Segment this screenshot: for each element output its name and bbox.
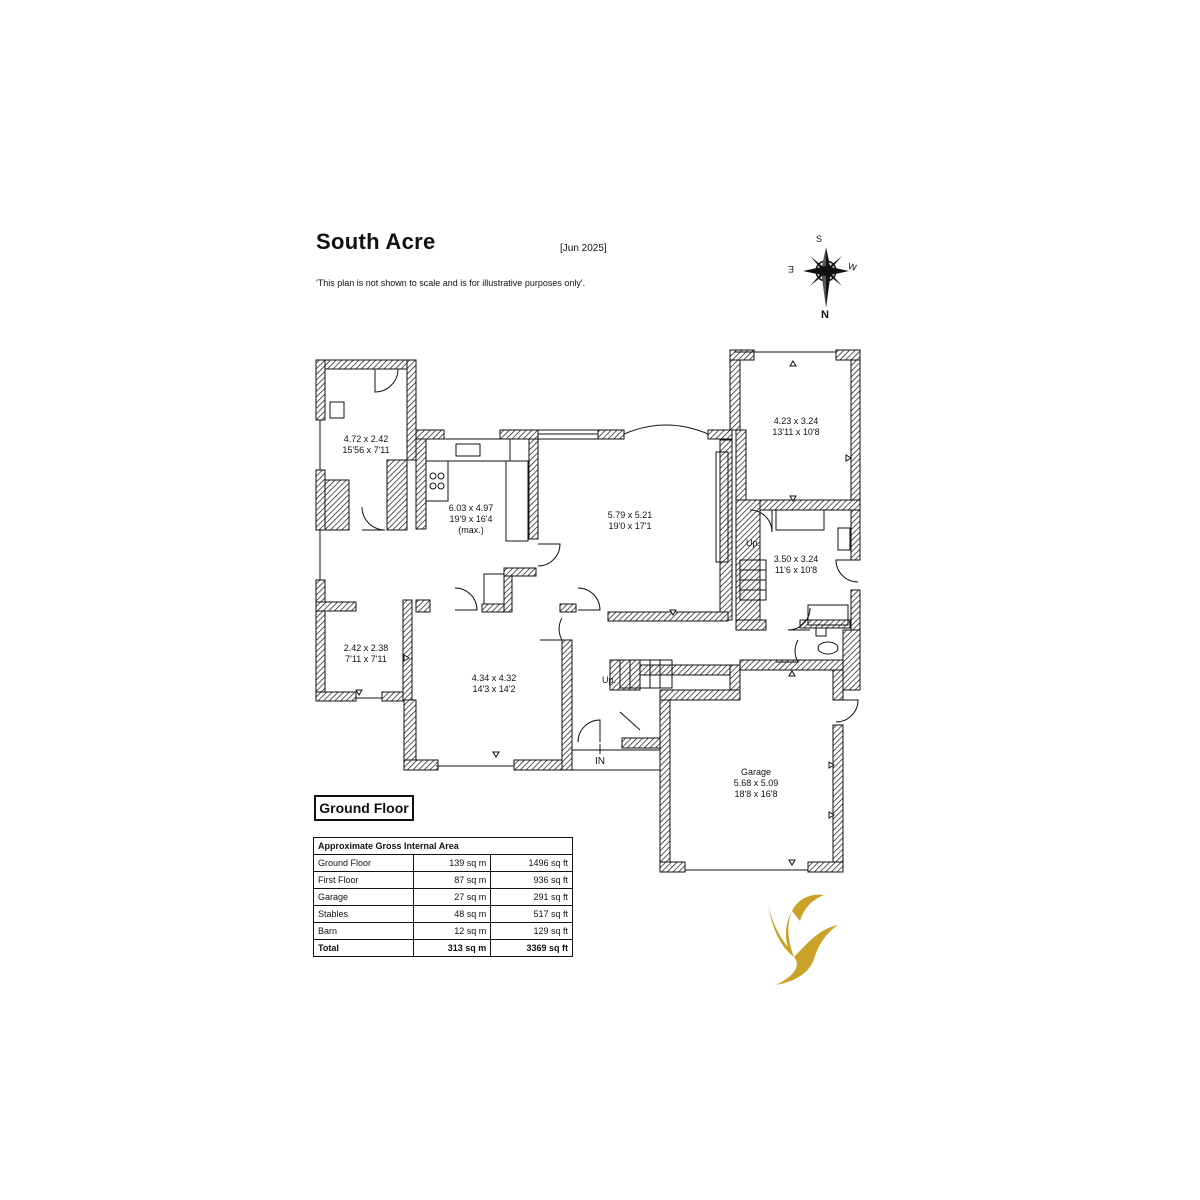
disclaimer: 'This plan is not shown to scale and is …	[316, 278, 586, 288]
room-garage-name: Garage	[740, 767, 772, 777]
entrance-label: IN	[595, 756, 605, 767]
room-utility: 4.72 x 2.42 15'56 x 7'11	[342, 434, 389, 456]
area-total-name: Total	[312, 939, 415, 957]
room-garage-dims-ft: 18'8 x 16'8	[734, 789, 778, 799]
area-table: Approximate Gross Internal Area Ground F…	[312, 837, 573, 957]
room-left-lower-dims-m: 2.42 x 2.38	[343, 643, 389, 653]
basin-icon	[815, 627, 827, 637]
area-row-sqft: 291 sq ft	[490, 888, 573, 906]
area-row-sqm: 48 sq m	[413, 905, 492, 923]
area-row-sqm: 27 sq m	[413, 888, 492, 906]
room-living-dims-m: 5.79 x 5.21	[607, 510, 653, 520]
room-bedroom-right-dims-m: 4.23 x 3.24	[773, 416, 819, 426]
compass-icon	[803, 247, 849, 308]
room-right-middle-dims-m: 3.50 x 3.24	[773, 554, 819, 564]
area-row-sqft: 1496 sq ft	[490, 854, 573, 872]
room-left-lower: 2.42 x 2.38 7'11 x 7'11	[344, 643, 389, 665]
area-row-name: Barn	[312, 922, 415, 940]
room-left-lower-dims-ft: 7'11 x 7'11	[345, 654, 387, 664]
room-sitting-dims-m: 4.34 x 4.32	[471, 673, 517, 683]
table-row: Garage 27 sq m 291 sq ft	[312, 888, 573, 906]
utility-sink-icon	[329, 401, 345, 419]
area-row-name: Ground Floor	[312, 854, 415, 872]
area-row-sqft: 129 sq ft	[490, 922, 573, 940]
thin-walls	[319, 351, 859, 871]
brand-logo-icon	[768, 894, 838, 985]
table-row: Barn 12 sq m 129 sq ft	[312, 922, 573, 940]
area-row-name: Garage	[312, 888, 415, 906]
table-row-total: Total 313 sq m 3369 sq ft	[312, 939, 573, 957]
room-right-middle: 3.50 x 3.24 11'6 x 10'8	[774, 554, 819, 576]
room-right-middle-dims-ft: 11'6 x 10'8	[774, 565, 818, 575]
room-kitchen-note: (max.)	[458, 525, 484, 535]
area-row-sqm: 87 sq m	[413, 871, 492, 889]
area-table-title: Approximate Gross Internal Area	[313, 837, 573, 855]
area-row-sqm: 139 sq m	[413, 854, 492, 872]
room-utility-dims-ft: 15'56 x 7'11	[342, 445, 390, 455]
floor-label: Ground Floor	[314, 795, 414, 821]
stairs-up-label-right: Up.	[746, 538, 761, 548]
room-garage-dims-m: 5.68 x 5.09	[733, 778, 779, 788]
plan-date: [Jun 2025]	[560, 243, 607, 254]
area-row-sqft: 936 sq ft	[490, 871, 573, 889]
area-total-sqm: 313 sq m	[413, 939, 492, 957]
table-row: Ground Floor 139 sq m 1496 sq ft	[312, 854, 573, 872]
room-kitchen: 6.03 x 4.97 19'9 x 16'4 (max.)	[449, 503, 494, 536]
sink-icon	[837, 527, 851, 551]
toilet-icon	[817, 641, 839, 655]
room-kitchen-dims-m: 6.03 x 4.97	[448, 503, 494, 513]
area-row-name: Stables	[312, 905, 415, 923]
stairs-up-label-middle: Up.	[602, 675, 617, 685]
walls	[315, 349, 861, 873]
room-living: 5.79 x 5.21 19'0 x 17'1	[608, 510, 653, 532]
compass-w: W	[846, 261, 858, 273]
room-sitting: 4.34 x 4.32 14'3 x 14'2	[472, 673, 517, 695]
room-sitting-dims-ft: 14'3 x 14'2	[472, 684, 516, 694]
area-row-sqft: 517 sq ft	[490, 905, 573, 923]
kitchen-sink-icon	[455, 443, 481, 457]
area-row-sqm: 12 sq m	[413, 922, 492, 940]
area-total-sqft: 3369 sq ft	[490, 939, 573, 957]
table-row: Stables 48 sq m 517 sq ft	[312, 905, 573, 923]
room-garage: Garage 5.68 x 5.09 18'8 x 16'8	[734, 767, 779, 800]
room-utility-dims-m: 4.72 x 2.42	[343, 434, 389, 444]
table-row: First Floor 87 sq m 936 sq ft	[312, 871, 573, 889]
page-title: South Acre	[316, 229, 436, 254]
compass-e: E	[788, 264, 795, 274]
room-living-dims-ft: 19'0 x 17'1	[608, 521, 652, 531]
room-kitchen-dims-ft: 19'9 x 16'4	[449, 514, 493, 524]
compass-n: N	[821, 309, 829, 321]
room-bedroom-right: 4.23 x 3.24 13'11 x 10'8	[772, 416, 819, 438]
compass-s: S	[816, 234, 823, 244]
area-row-name: First Floor	[312, 871, 415, 889]
room-bedroom-right-dims-ft: 13'11 x 10'8	[772, 427, 820, 437]
